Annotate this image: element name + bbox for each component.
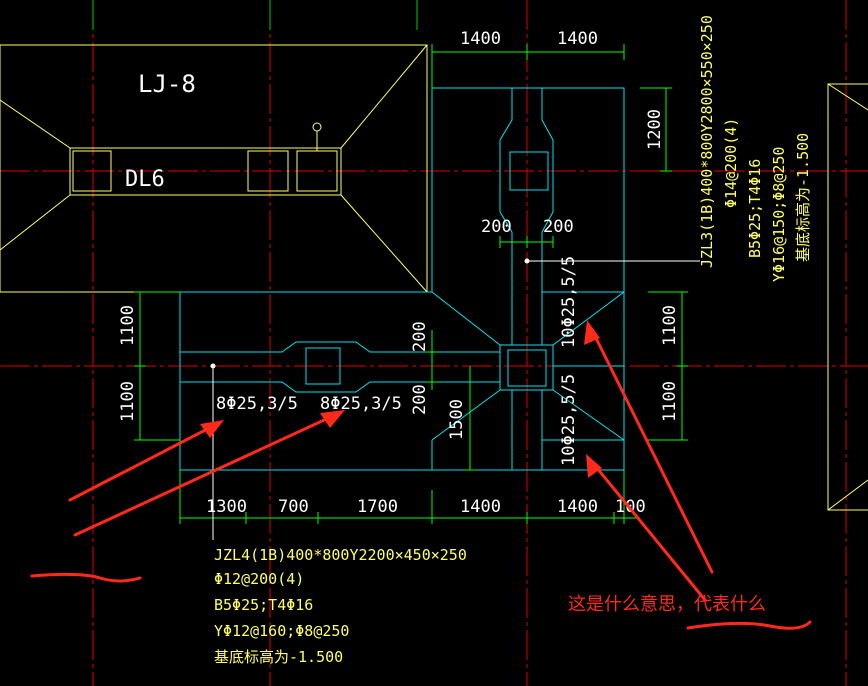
dim-right-mid-top: 1100: [660, 305, 680, 346]
dim-1500: 1500: [447, 399, 467, 440]
jzl3-line-5: 基底标高为-1.500: [794, 133, 812, 262]
rebar-label-left-1: 8Φ25,3/5: [216, 394, 298, 414]
tie-beam-label: DL6: [125, 167, 165, 192]
jzl3-line-1: JZL3(1B)400*800Y2800×550×250: [698, 15, 716, 268]
dim-left-bot: 1100: [118, 381, 138, 422]
leader-lines: [210, 258, 700, 540]
rebar-label-vert-bot: 10Φ25,5/5: [559, 374, 579, 466]
question-annotation: 这是什么意思，代表什么: [568, 594, 766, 615]
dim-200-a: 200: [481, 217, 512, 237]
jzl4-line-4: YΦ12@160;Φ8@250: [214, 622, 349, 640]
foundation-beams: [179, 87, 625, 471]
jzl3-line-2: Φ14@200(4): [722, 118, 740, 208]
dim-top-2: 1400: [557, 29, 598, 49]
jzl4-line-3: B5Φ25;T4Φ16: [214, 596, 313, 614]
dim-bot-3: 1700: [357, 497, 398, 517]
jzl4-annotation: JZL4(1B)400*800Y2200×450×250 Φ12@200(4) …: [214, 546, 467, 666]
dim-right-mid-bot: 1100: [660, 381, 680, 422]
jzl4-line-1: JZL4(1B)400*800Y2200×450×250: [214, 546, 467, 564]
jzl3-line-4: YΦ16@150;Φ8@250: [770, 147, 788, 282]
dim-left-top: 1100: [118, 305, 138, 346]
dim-200-b: 200: [543, 217, 574, 237]
dim-right-top: 1200: [645, 109, 665, 150]
red-markup: [30, 320, 812, 630]
pile-cap-label: LJ-8: [138, 70, 196, 98]
dim-bot-2: 700: [278, 497, 309, 517]
dim-bot-5: 1400: [557, 497, 598, 517]
dimension-lines: [134, 44, 688, 524]
rebar-label-left-2: 8Φ25,3/5: [320, 394, 402, 414]
green-guides: [92, 0, 418, 30]
dim-bot-1: 1300: [206, 497, 247, 517]
dim-top-1: 1400: [460, 29, 501, 49]
jzl3-annotation: JZL3(1B)400*800Y2800×550×250 Φ14@200(4) …: [698, 15, 812, 282]
jzl4-line-5: 基底标高为-1.500: [214, 648, 343, 666]
dim-200-v-b: 200: [410, 384, 430, 415]
jzl3-line-3: B5Φ25;T4Φ16: [746, 159, 764, 258]
jzl4-line-2: Φ12@200(4): [214, 570, 304, 588]
pile-cap-right: [827, 83, 868, 511]
pile-cap-lj8: [0, 44, 428, 293]
dim-bot-4: 1400: [460, 497, 501, 517]
dim-200-v-a: 200: [410, 321, 430, 352]
rebar-label-vert-top: 10Φ25,5/5: [559, 256, 579, 348]
